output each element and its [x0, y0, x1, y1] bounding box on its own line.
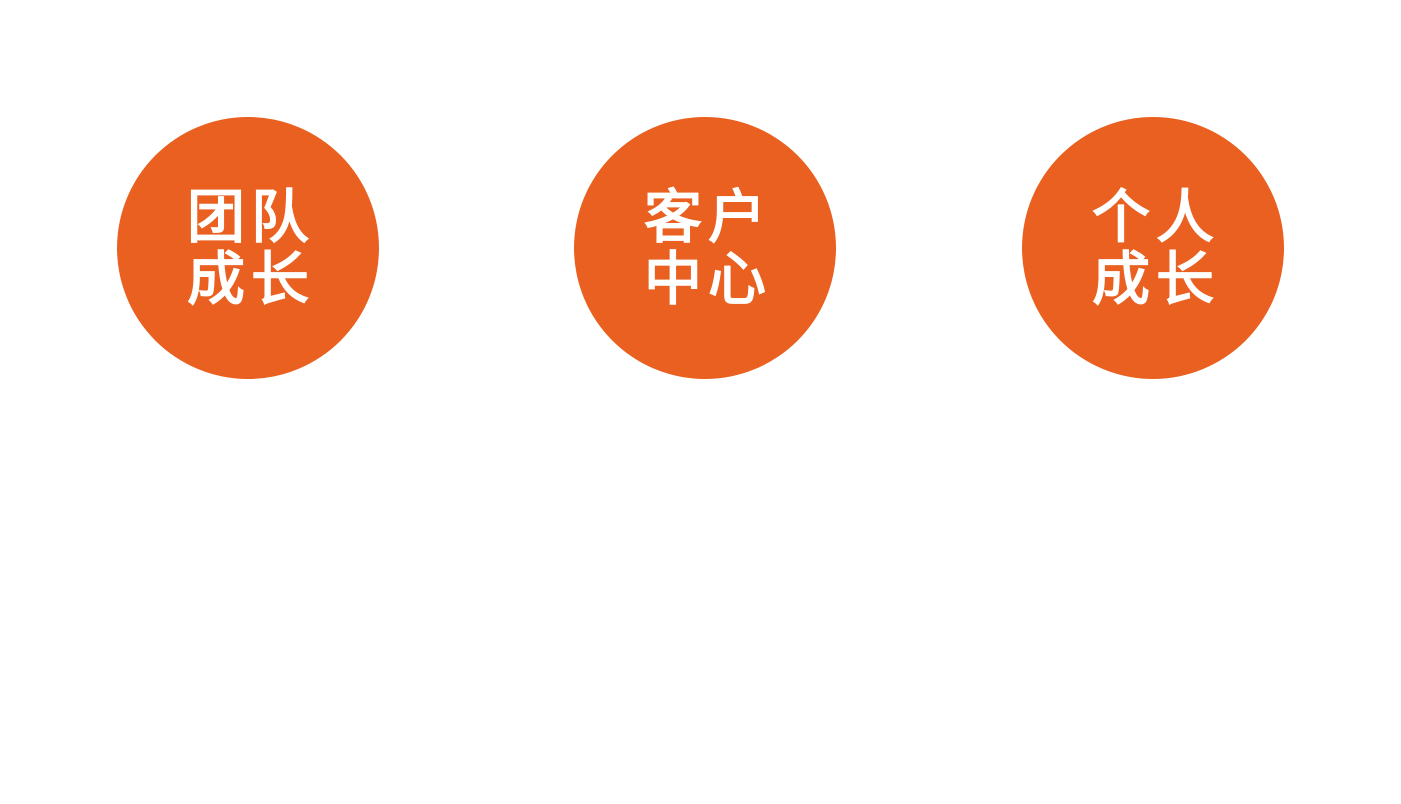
circle-personal-growth-line1: 个人 [1091, 183, 1220, 251]
circle-personal-growth: 个人 成长 [1022, 117, 1284, 379]
circle-team-growth-line2: 成长 [186, 245, 315, 313]
circle-personal-growth-line2: 成长 [1091, 245, 1220, 313]
circle-customer-center-line1: 客户 [643, 183, 772, 251]
circle-customer-center-line2: 中心 [643, 245, 772, 313]
circle-team-growth-line1: 团队 [186, 183, 315, 251]
circle-team-growth: 团队 成长 [117, 117, 379, 379]
circle-customer-center: 客户 中心 [574, 117, 836, 379]
